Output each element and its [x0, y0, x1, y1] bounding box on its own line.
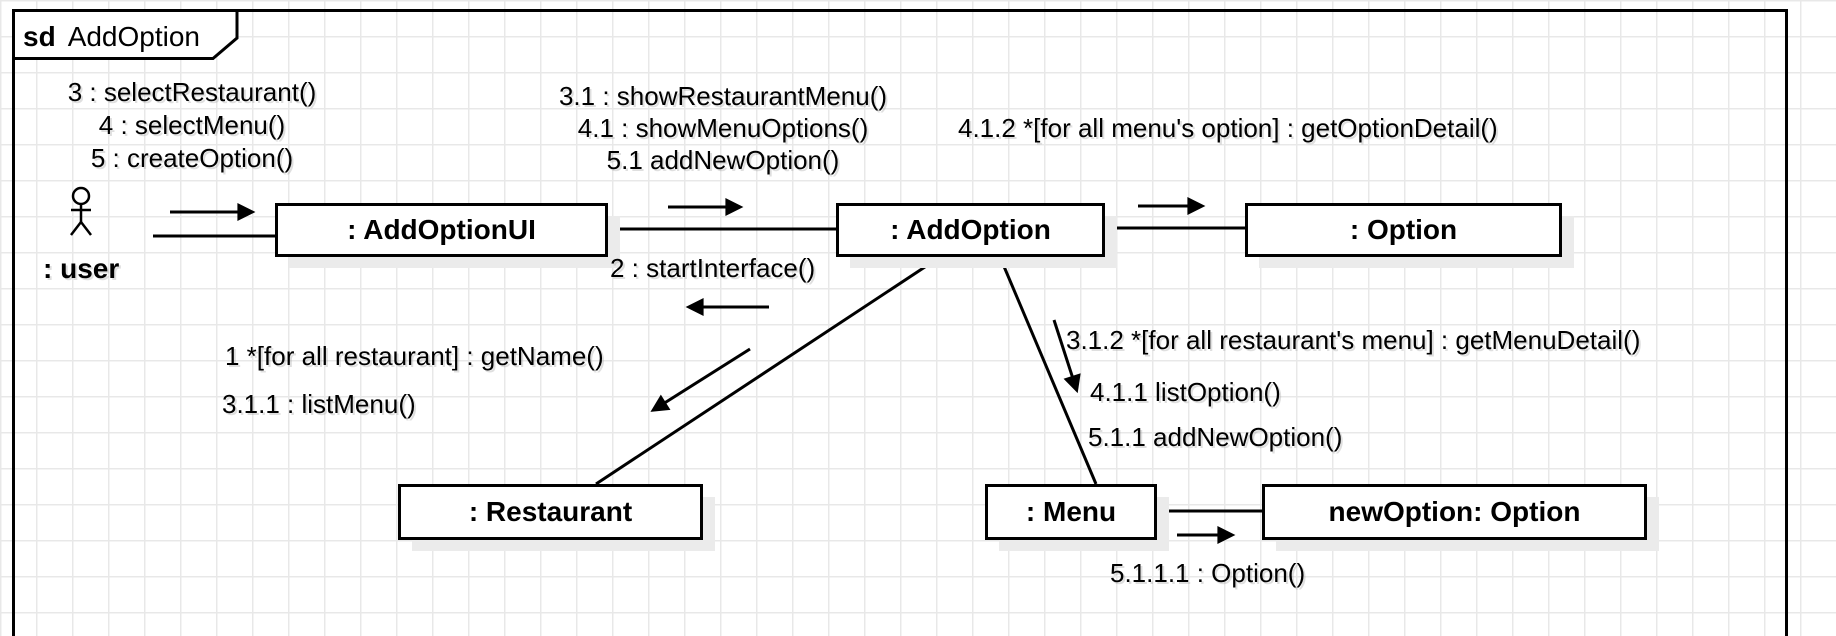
user-actor-icon[interactable] [70, 186, 92, 236]
message-block-user-to-addoptionui: 3 : selectRestaurant() 4 : selectMenu() … [68, 76, 317, 175]
object-add-option[interactable]: : AddOption [836, 203, 1105, 257]
message-text: 5 : createOption() [90, 143, 294, 173]
frame-name: AddOption [67, 21, 201, 52]
actor-label: : user [43, 253, 120, 284]
message-arrow-addoption-to-restaurant [650, 347, 751, 412]
message-text-startinterface: 2 : startInterface() [610, 253, 816, 283]
message-arrow-addoption-to-menu [1052, 319, 1081, 394]
link-addoption-menu [998, 256, 1098, 485]
message-text: 4 : selectMenu() [98, 110, 286, 140]
object-label: : Restaurant [468, 496, 633, 527]
object-label: newOption: Option [1328, 496, 1581, 527]
message-text-getmenudetail: 3.1.2 *[for all restaurant's menu] : get… [1066, 325, 1641, 355]
object-new-option[interactable]: newOption: Option [1262, 484, 1647, 540]
message-text: 5.1 addNewOption() [606, 145, 840, 175]
object-add-option-ui[interactable]: : AddOptionUI [275, 203, 608, 257]
object-menu[interactable]: : Menu [985, 484, 1157, 540]
object-label: : AddOptionUI [347, 214, 536, 245]
message-text-option-constructor: 5.1.1.1 : Option() [1110, 558, 1306, 588]
frame-keyword: sd [23, 21, 56, 52]
message-text-addoption-to-option: 4.1.2 *[for all menu's option] : getOpti… [958, 113, 1498, 143]
object-label: : AddOption [890, 214, 1051, 245]
message-text: 3.1 : showRestaurantMenu() [558, 81, 888, 111]
message-text-listmenu: 3.1.1 : listMenu() [222, 389, 416, 419]
object-label: : Option [1349, 214, 1458, 245]
frame-title-tab [12, 9, 239, 60]
link-addoption-restaurant [595, 255, 941, 486]
frame-border [12, 9, 1788, 636]
message-block-addoptionui-to-addoption: 3.1 : showRestaurantMenu() 4.1 : showMen… [559, 80, 887, 176]
message-text: 3 : selectRestaurant() [67, 77, 317, 107]
object-restaurant[interactable]: : Restaurant [398, 484, 703, 540]
frame-title: sd AddOption [23, 21, 200, 53]
object-option[interactable]: : Option [1245, 203, 1562, 257]
message-text-listoption: 4.1.1 listOption() [1090, 377, 1281, 407]
object-label: : Menu [1025, 496, 1117, 527]
message-text: 4.1 : showMenuOptions() [577, 113, 869, 143]
message-text-getname: 1 *[for all restaurant] : getName() [225, 341, 604, 371]
message-text-addnewoption: 5.1.1 addNewOption() [1088, 422, 1343, 452]
